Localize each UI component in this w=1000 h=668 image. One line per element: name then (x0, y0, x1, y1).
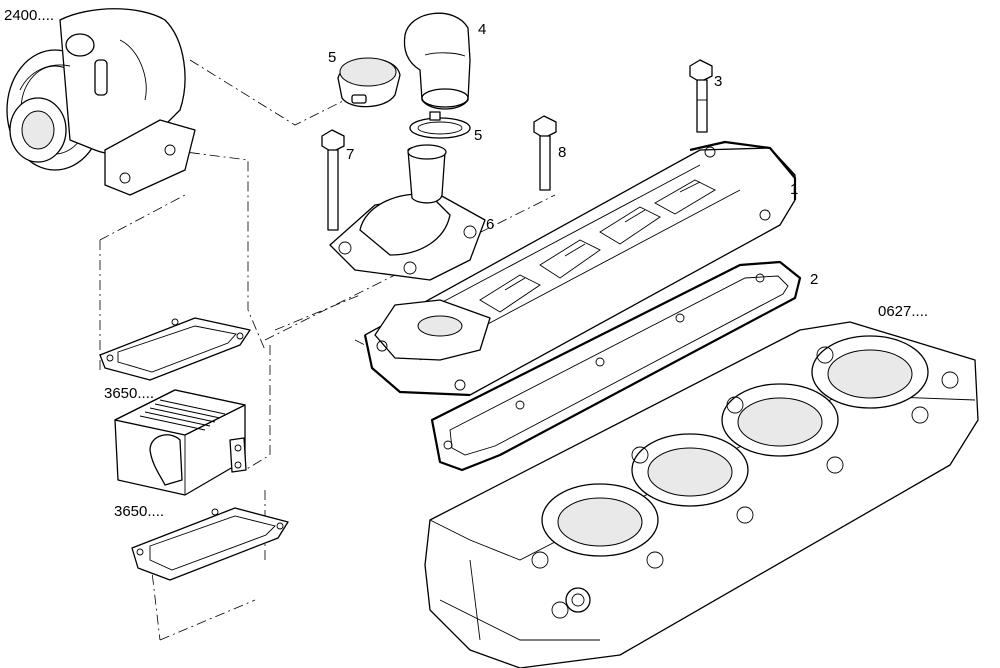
elbow-hose (403, 12, 471, 110)
callout-5a: 5 (328, 49, 336, 66)
reference-labels: 2400.... 3650.... 3650.... 0627.... (4, 7, 928, 520)
callout-2: 2 (810, 271, 818, 288)
ref-cooler: 3650.... (104, 385, 154, 402)
ref-cooler-gasket: 3650.... (114, 503, 164, 520)
cooler-unit (114, 389, 247, 496)
callout-5b: 5 (474, 127, 482, 144)
valve-cover-ribs (479, 179, 716, 313)
callout-4: 4 (478, 21, 486, 38)
bolt-3 (689, 59, 713, 133)
bolt-8 (533, 115, 557, 191)
turbocharger (6, 8, 196, 196)
callout-6: 6 (486, 216, 494, 233)
valve-cover (363, 140, 797, 397)
cooler-fins (139, 399, 226, 431)
callout-3: 3 (714, 73, 722, 90)
hose-clamp-lower (409, 111, 471, 139)
head-chambers (541, 335, 929, 557)
cooler-gasket-lower (131, 507, 289, 581)
outlet-housing (329, 144, 486, 281)
callout-8: 8 (558, 144, 566, 161)
callouts: 1 2 3 4 5 5 6 7 8 (328, 21, 818, 288)
callout-1: 1 (790, 181, 798, 198)
bolt-7 (321, 129, 345, 231)
valve-cover-gasket (430, 260, 802, 472)
ref-turbocharger: 2400.... (4, 7, 54, 24)
cylinder-head (424, 321, 979, 668)
cooler-gasket-upper (99, 317, 251, 381)
ref-cylinder-head: 0627.... (878, 303, 928, 320)
head-bolt-holes (531, 346, 959, 619)
hose-clamp-upper (337, 57, 401, 108)
callout-7: 7 (346, 146, 354, 163)
